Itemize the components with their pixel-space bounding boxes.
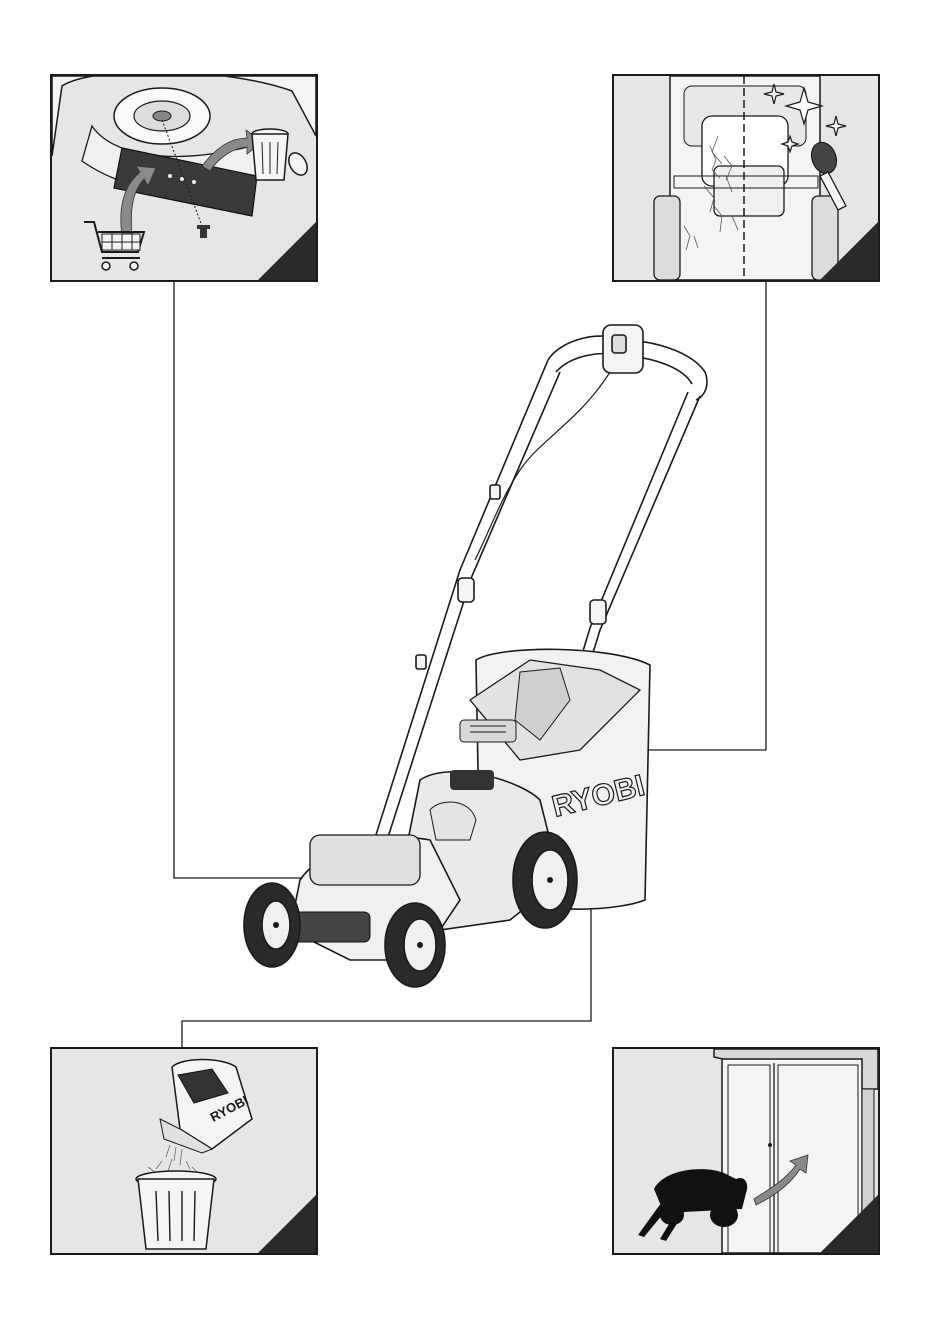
panel-empty-grass-bag: RYOBI — [50, 1047, 318, 1255]
panel-corner-marker — [820, 1195, 878, 1253]
grass-bag-icon: RYOBI — [160, 1060, 252, 1154]
panel-corner-marker — [258, 1195, 316, 1253]
panel-storage — [612, 1047, 880, 1255]
trash-bin-icon — [136, 1171, 216, 1249]
